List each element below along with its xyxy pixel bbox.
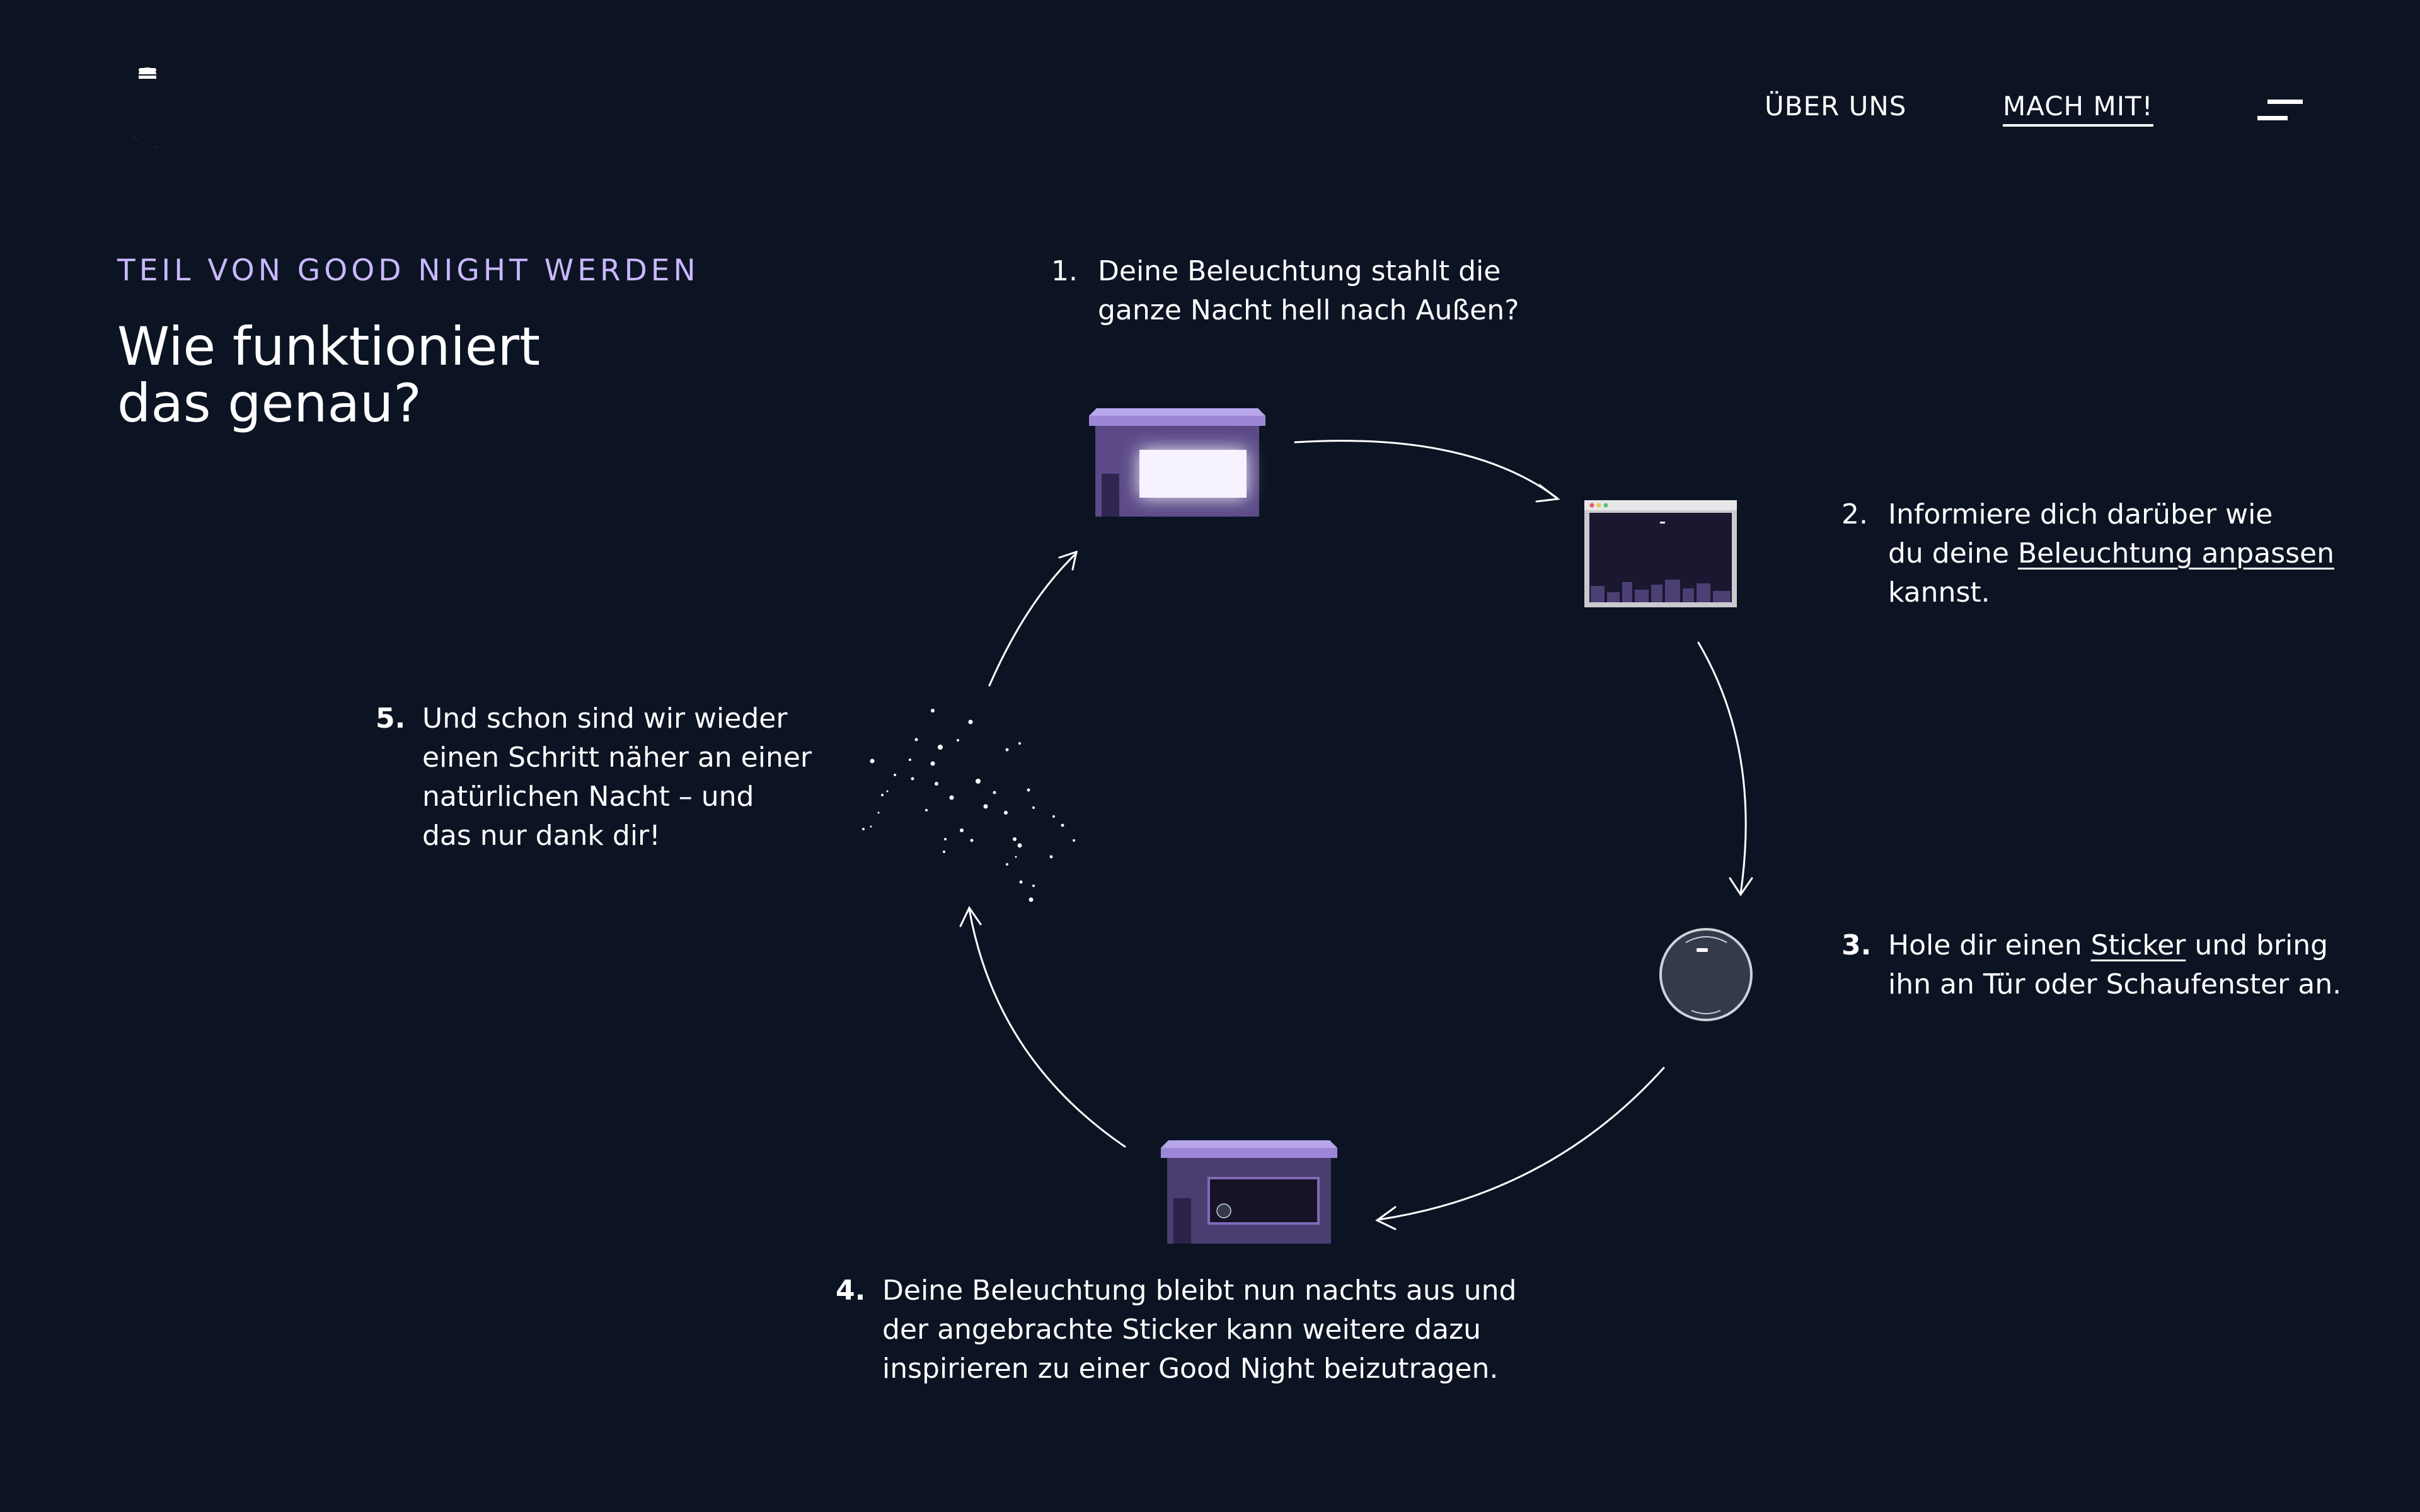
sticker-link[interactable]: Sticker	[2090, 929, 2186, 961]
step-text-line: Hole dir einen	[1888, 929, 2091, 961]
step-text-line: einen Schritt näher an einer	[422, 742, 812, 774]
adjust-lighting-link[interactable]: Beleuchtung anpassen	[2017, 537, 2334, 570]
arrow-icon	[1697, 641, 1753, 896]
arrow-icon	[1375, 1067, 1665, 1230]
step-text-line: Deine Beleuchtung bleibt nun nachts aus …	[882, 1274, 1517, 1307]
step-text: Informiere dich darüber wie du deine Bel…	[1888, 495, 2346, 612]
page-title-line-1: Wie funktioniert	[117, 316, 541, 377]
step-3: 3. Hole dir einen Sticker und bring ihn …	[1841, 926, 2346, 1004]
step-number: 2.	[1841, 498, 1868, 530]
menu-icon[interactable]	[2255, 94, 2305, 126]
moon-logo-icon[interactable]	[113, 63, 183, 158]
shop-dark-icon	[1161, 1140, 1337, 1244]
nav-join-link[interactable]: MACH MIT!	[2003, 91, 2153, 127]
browser-window-icon	[1584, 500, 1737, 607]
step-text-line: der angebrachte Sticker kann weitere daz…	[882, 1314, 1482, 1346]
moon-sticker-icon	[1659, 928, 1753, 1021]
step-4: 4. Deine Beleuchtung bleibt nun nachts a…	[836, 1271, 1592, 1389]
step-text: Deine Beleuchtung bleibt nun nachts aus …	[882, 1271, 1592, 1389]
step-text: Deine Beleuchtung stahlt die ganze Nacht…	[1098, 252, 1593, 330]
step-text-line: natürlichen Nacht – und	[422, 781, 754, 813]
step-text: Hole dir einen Sticker und bring ihn an …	[1888, 926, 2346, 1004]
page-title: Wie funktioniert das genau?	[117, 318, 684, 432]
step-text-line: ganze Nacht hell nach Außen?	[1098, 294, 1519, 326]
arrow-icon	[1294, 440, 1560, 503]
step-text-line: und bring ihn an Tür oder Schaufenster a…	[1888, 929, 2342, 1000]
shop-lit-icon	[1089, 408, 1265, 517]
nav-about-link[interactable]: ÜBER UNS	[1765, 91, 1907, 122]
step-text: Und schon sind wir wieder einen Schritt …	[422, 699, 855, 856]
step-1: 1. Deine Beleuchtung stahlt die ganze Na…	[1051, 252, 1593, 330]
step-2: 2. Informiere dich darüber wie du deine …	[1841, 495, 2346, 612]
step-number: 5.	[376, 702, 406, 735]
step-text-line: du deine	[1888, 537, 2018, 570]
page-title-line-2: das genau?	[117, 372, 422, 434]
step-text-line: das nur dank dir!	[422, 820, 660, 852]
arrow-icon	[959, 906, 1126, 1148]
step-number: 4.	[836, 1274, 866, 1307]
arrow-icon	[988, 550, 1078, 687]
step-text-line: Deine Beleuchtung stahlt die	[1098, 255, 1501, 287]
step-number: 3.	[1841, 929, 1872, 961]
step-text-line: Und schon sind wir wieder	[422, 702, 788, 735]
step-text-line: kannst.	[1888, 576, 1990, 609]
step-number: 1.	[1051, 255, 1078, 287]
section-kicker: TEIL VON GOOD NIGHT WERDEN	[117, 253, 700, 288]
step-5: 5. Und schon sind wir wieder einen Schri…	[376, 699, 855, 856]
step-text-line: inspirieren zu einer Good Night beizutra…	[882, 1353, 1499, 1385]
step-text-line: Informiere dich darüber wie	[1888, 498, 2273, 530]
stars-icon	[862, 709, 1075, 902]
